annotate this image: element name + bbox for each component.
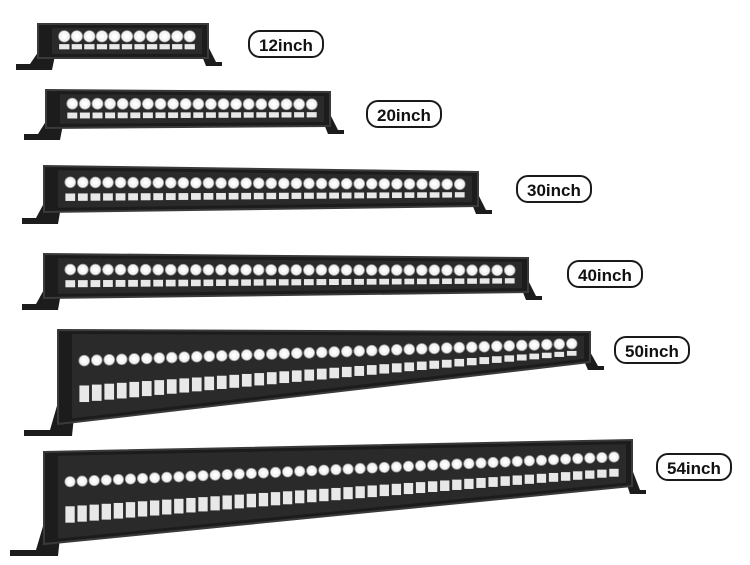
size-label-20inch: 20inch (366, 100, 442, 128)
size-label-54inch: 54inch (656, 453, 732, 481)
size-label-40inch: 40inch (567, 260, 643, 288)
size-label-12inch: 12inch (248, 30, 324, 58)
size-label-50inch: 50inch (614, 336, 690, 364)
size-label-30inch: 30inch (516, 175, 592, 203)
